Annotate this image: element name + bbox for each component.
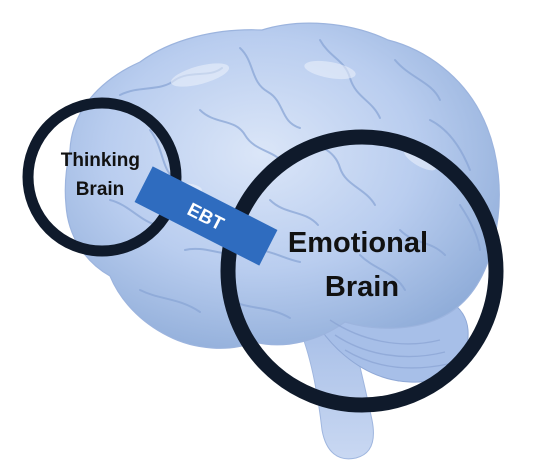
emotional-brain-node: Emotional Brain bbox=[220, 129, 504, 413]
thinking-brain-ring bbox=[22, 97, 182, 257]
svg-text:Emotional Brain: Emotional Brain bbox=[288, 227, 436, 303]
thinking-brain-node: Thinking Brain bbox=[22, 97, 182, 257]
ebt-bridge: EBT bbox=[134, 166, 278, 266]
thinking-brain-label-line2: Brain bbox=[76, 179, 125, 200]
thinking-brain-label-line1: Thinking bbox=[61, 150, 140, 171]
ebt-bridge-bar bbox=[134, 166, 278, 266]
emotional-brain-label-line2: Brain bbox=[325, 271, 399, 303]
emotional-brain-ring bbox=[220, 129, 504, 413]
brain-image bbox=[64, 22, 500, 460]
emotional-brain-label-line1: Emotional bbox=[288, 227, 428, 259]
svg-text:Thinking Brain: Thinking Brain bbox=[61, 150, 145, 200]
